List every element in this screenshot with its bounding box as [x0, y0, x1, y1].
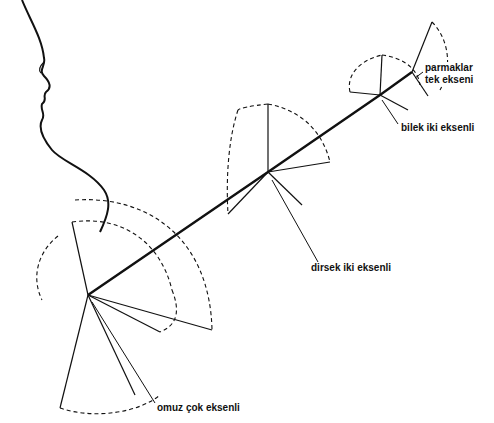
elbow-axis-label: dirsek iki eksenli [310, 262, 392, 274]
shoulder-axis-label: omuz çok eksenli [156, 402, 241, 414]
wrist-axis-label: bilek iki eksenli [400, 122, 475, 134]
finger-axis-label: parmaklar tek ekseni [424, 62, 488, 86]
